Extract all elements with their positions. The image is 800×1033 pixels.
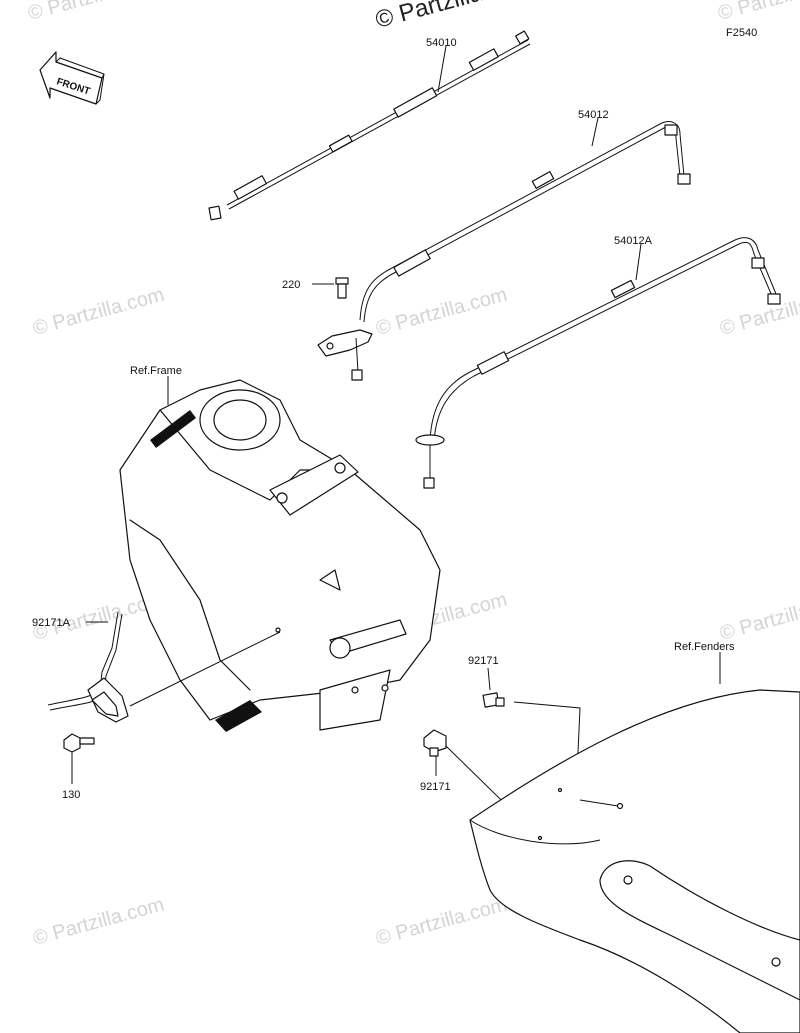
watermark-top: © Partzilla (373, 0, 487, 34)
cable-54012: 54012 (317, 109, 691, 381)
label-92171-upper: 92171 (468, 655, 499, 667)
frame: Ref.Frame (119, 365, 441, 732)
watermark: © Partzilla.com (31, 284, 167, 340)
cable-54012a: 54012A (415, 235, 781, 489)
watermark: © Partzilla.com (374, 894, 510, 950)
label-54012a: 54012A (614, 235, 653, 247)
label-92171a: 92171A (32, 617, 71, 629)
bolt-130: 130 (62, 733, 95, 801)
label-130: 130 (62, 789, 80, 801)
label-ref-frame: Ref.Frame (130, 365, 182, 377)
fender: Ref.Fenders (469, 641, 800, 1033)
front-arrow-icon: FRONT (39, 51, 105, 105)
watermark: © Partzilla.com (26, 0, 162, 25)
watermark: © Partzilla.com (718, 284, 800, 340)
watermark: © Partzilla.com (31, 894, 167, 950)
label-54012: 54012 (578, 109, 609, 121)
watermark: © Partzilla.com (374, 284, 510, 340)
label-ref-fenders: Ref.Fenders (674, 641, 735, 653)
bolt-220: 220 (282, 277, 349, 299)
watermark: © Partzilla.com (718, 589, 800, 645)
label-220: 220 (282, 279, 300, 291)
label-54010: 54010 (426, 37, 457, 49)
label-92171-lower: 92171 (420, 781, 451, 793)
watermark: © Partzilla.com (716, 0, 800, 25)
clamp-92171a: 92171A (32, 611, 281, 723)
cable-54010: 54010 (208, 30, 531, 221)
figure-code: F2540 (726, 27, 757, 39)
